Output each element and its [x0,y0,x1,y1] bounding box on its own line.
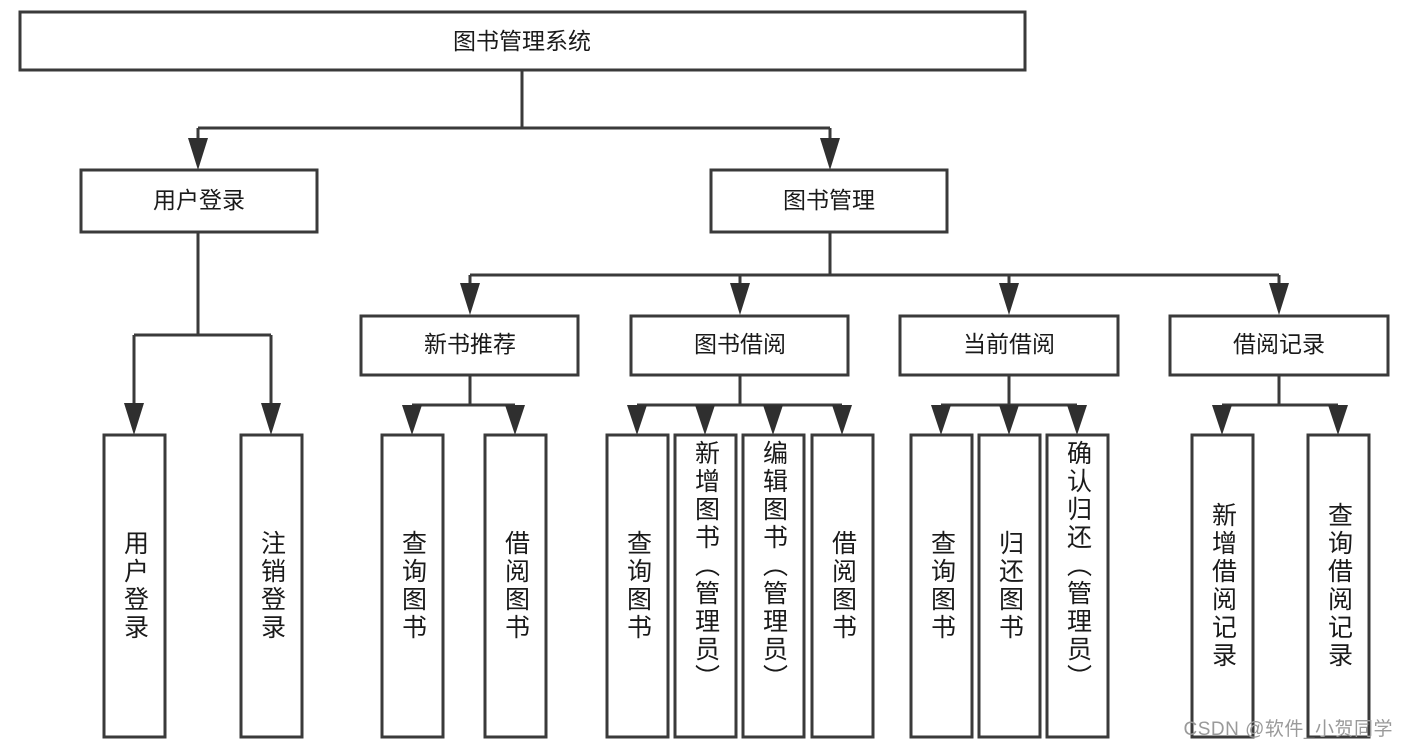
arrow-head-new-book-rec [460,283,480,315]
node-leaf-borrow-book-2-box[interactable] [810,433,875,739]
node-book-borrow-box[interactable] [629,314,850,377]
node-leaf-add-record-box[interactable] [1190,433,1255,739]
node-root-box[interactable] [18,10,1027,72]
arrow-head-leaf-borrow-book-1 [505,405,525,435]
node-leaf-query-record-box[interactable] [1306,433,1371,739]
node-new-book-rec[interactable]: 新书推荐 [359,314,580,377]
leaf-box-layer [102,433,1371,739]
node-book-manage[interactable]: 图书管理 [709,168,949,234]
arrow-head-borrow-record [1269,283,1289,315]
node-current-borrow[interactable]: 当前借阅 [898,314,1120,377]
node-leaf-edit-book-box[interactable] [741,433,806,739]
node-leaf-query-book-3-box[interactable] [909,433,974,739]
node-current-borrow-box[interactable] [898,314,1120,377]
arrow-head-leaf-query-record [1328,405,1348,435]
arrow-head-user-login [188,138,208,170]
node-leaf-user-login-box[interactable] [102,433,167,739]
arrow-head-leaf-borrow-book-2 [832,405,852,435]
node-current-borrow-label: 当前借阅 [963,331,1055,357]
node-book-borrow[interactable]: 图书借阅 [629,314,850,377]
node-borrow-record[interactable]: 借阅记录 [1168,314,1390,377]
arrow-head-book-borrow [730,283,750,315]
arrow-head-leaf-user-logout [261,403,281,435]
arrow-head-leaf-query-book-2 [627,405,647,435]
node-borrow-record-label: 借阅记录 [1233,331,1325,357]
arrow-head-current-borrow [999,283,1019,315]
connector-layer [124,70,1348,435]
arrow-head-leaf-user-login [124,403,144,435]
node-user-login[interactable]: 用户登录 [79,168,319,234]
csdn-watermark: CSDN @软件_小贺同学 [1183,719,1393,740]
node-root-label: 图书管理系统 [453,28,591,54]
arrow-head-leaf-add-book [695,405,715,435]
node-root[interactable]: 图书管理系统 [18,10,1027,72]
node-book-manage-label: 图书管理 [783,187,875,213]
node-book-manage-box[interactable] [709,168,949,234]
arrow-head-book-manage [820,138,840,170]
node-new-book-rec-box[interactable] [359,314,580,377]
node-borrow-record-box[interactable] [1168,314,1390,377]
node-leaf-user-logout-box[interactable] [239,433,304,739]
arrow-head-leaf-add-record [1212,405,1232,435]
node-leaf-borrow-book-1-box[interactable] [483,433,548,739]
node-user-login-label: 用户登录 [153,187,245,213]
arrow-head-leaf-query-book-3 [931,405,951,435]
arrow-head-leaf-query-book-1 [402,405,422,435]
node-leaf-return-book-box[interactable] [977,433,1042,739]
arrow-head-leaf-return-book [999,405,1019,435]
node-leaf-add-book-box[interactable] [673,433,738,739]
node-leaf-query-book-1-box[interactable] [380,433,445,739]
node-leaf-query-book-2-box[interactable] [605,433,670,739]
arrow-head-leaf-confirm-return [1067,405,1087,435]
node-user-login-box[interactable] [79,168,319,234]
node-book-borrow-label: 图书借阅 [694,331,786,357]
node-leaf-confirm-return-box[interactable] [1045,433,1110,739]
node-new-book-rec-label: 新书推荐 [424,331,516,357]
arrow-head-leaf-edit-book [763,405,783,435]
